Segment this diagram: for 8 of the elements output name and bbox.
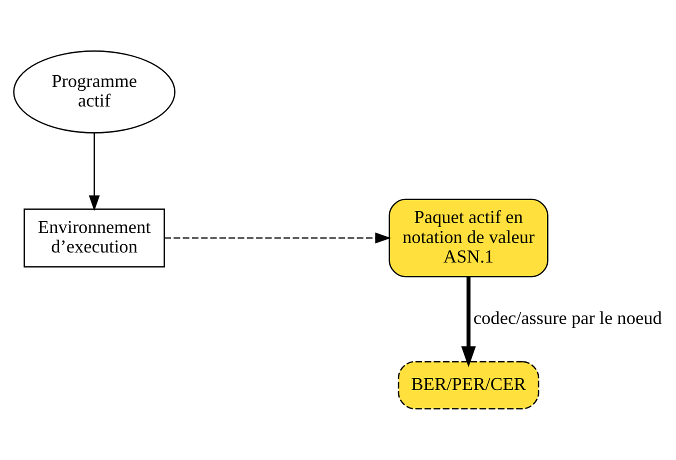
arrow	[164, 232, 391, 244]
node-box: Environnement d’execution	[24, 208, 165, 268]
node-box: BER/PER/CER	[398, 361, 540, 410]
node-ellipse: Programme actif	[13, 50, 176, 134]
arrow	[88, 132, 100, 212]
edge-label: codec/assure par le noeud	[473, 308, 662, 328]
arrow	[461, 276, 476, 368]
node-box: Paquet actif en notation de valeur ASN.1	[388, 198, 548, 278]
